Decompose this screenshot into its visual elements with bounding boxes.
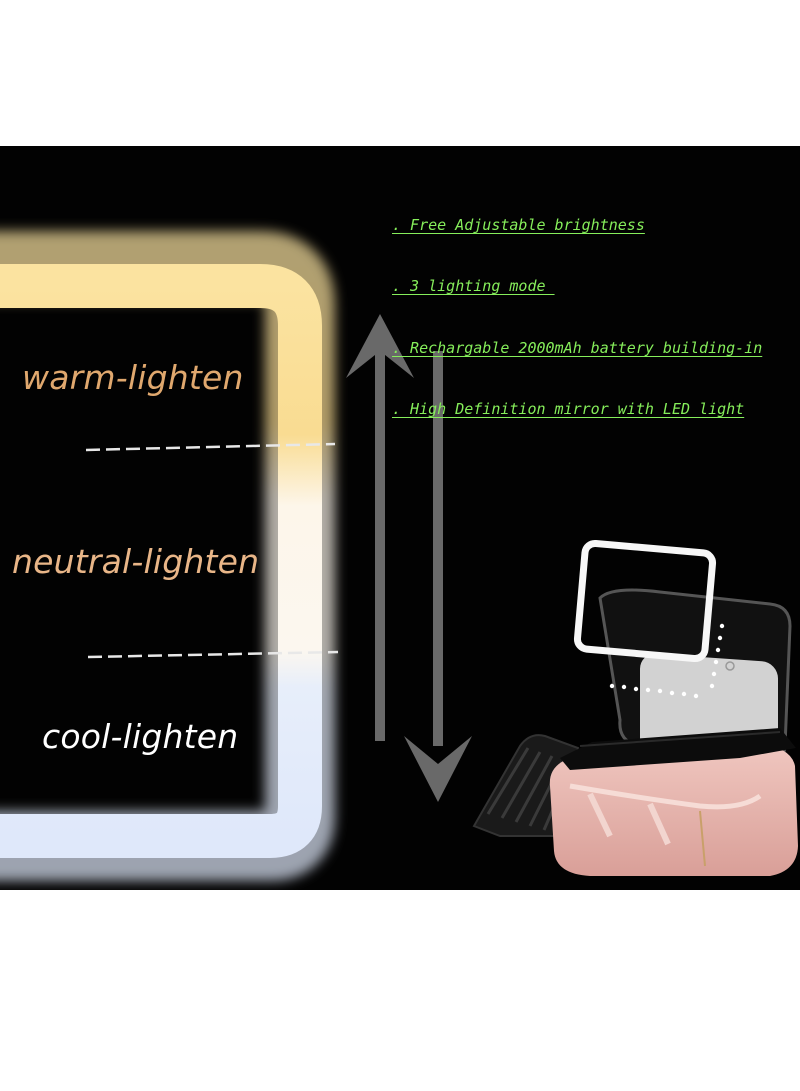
makeup-case-product (472, 539, 798, 876)
lighted-mirror-frame-illustration (0, 231, 798, 881)
product-image-panel: warm-lighten neutral-lighten cool-lighte… (0, 146, 800, 890)
separator-warm-neutral (85, 442, 336, 452)
feature-hd-mirror: . High Definition mirror with LED light (392, 400, 745, 418)
feature-adjustable-brightness: . Free Adjustable brightness (392, 216, 645, 234)
separator-neutral-cool (87, 650, 339, 659)
neutral-lighten-label: neutral-lighten (12, 542, 260, 581)
warm-lighten-label: warm-lighten (22, 358, 244, 397)
feature-rechargeable-battery: . Rechargable 2000mAh battery building-i… (392, 339, 763, 357)
brightness-up-arrow (346, 314, 414, 741)
brightness-down-arrow (404, 351, 472, 802)
cool-lighten-label: cool-lighten (42, 717, 239, 756)
feature-lighting-modes: . 3 lighting mode (392, 277, 555, 295)
mirror-frame (0, 264, 322, 858)
